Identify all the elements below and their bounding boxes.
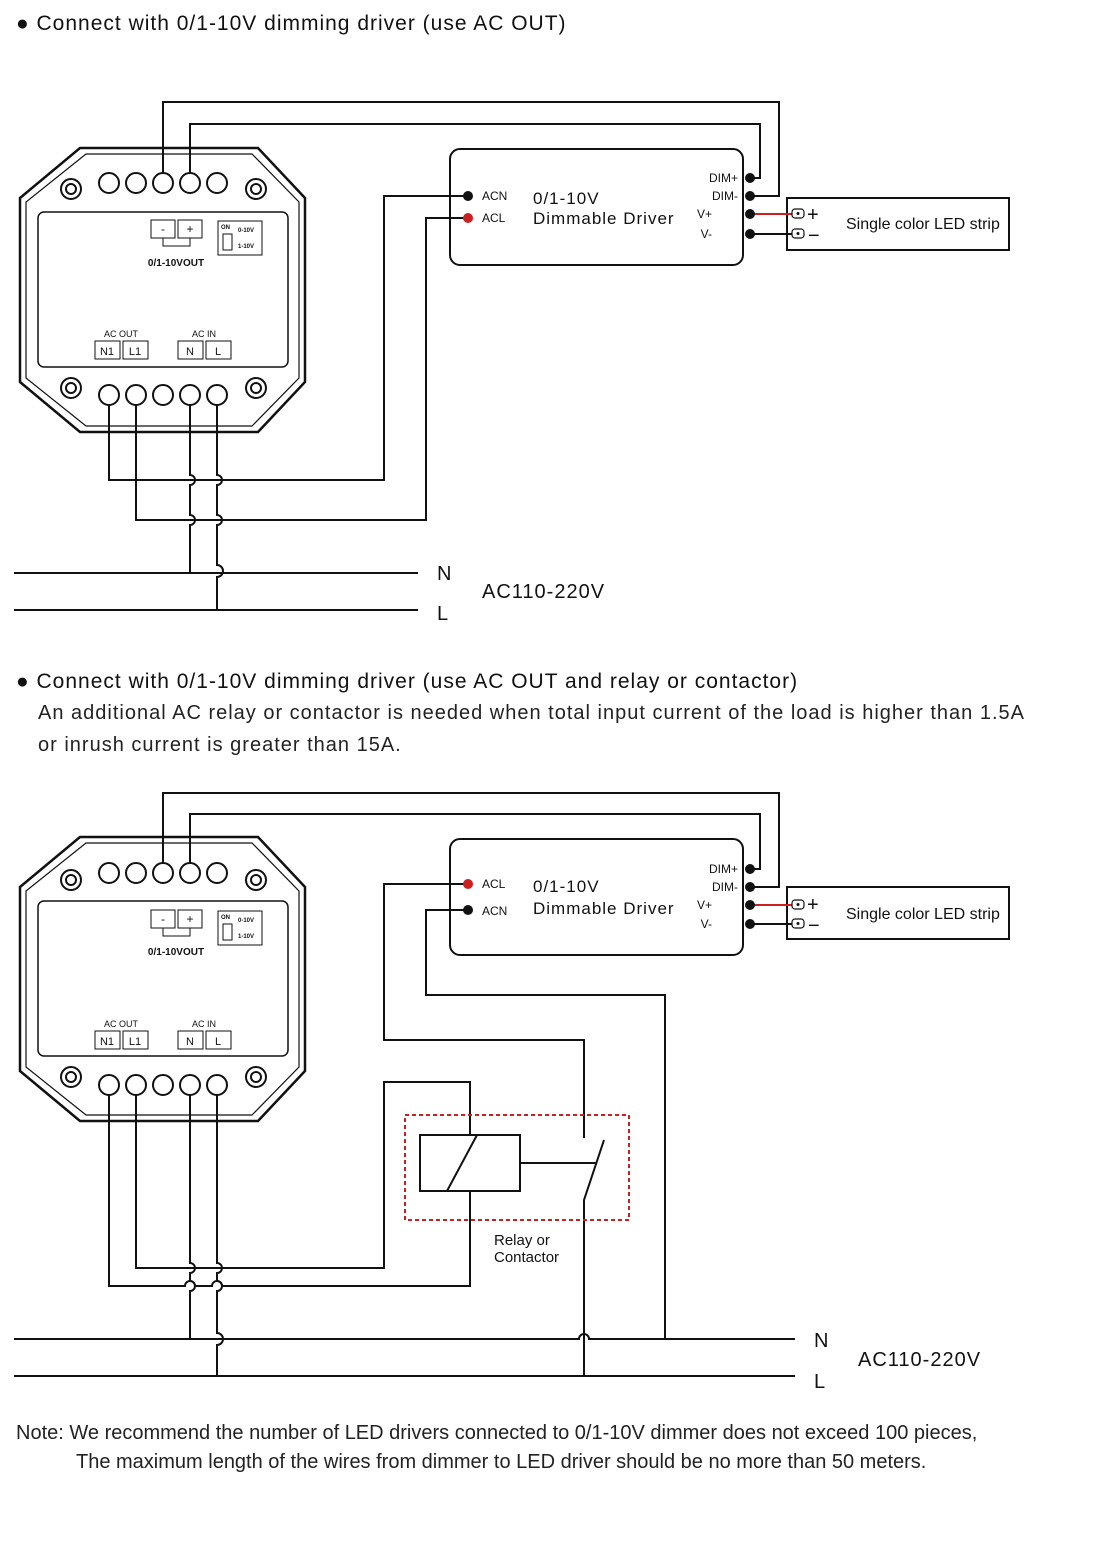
mains-n-label: N xyxy=(437,563,451,585)
section2-desc-line2: or inrush current is greater than 15A. xyxy=(38,734,402,756)
switch-on-label: ON xyxy=(221,225,230,231)
relay-label-line1: Relay or xyxy=(494,1232,550,1249)
terminal-n: N xyxy=(186,1036,194,1048)
driver-box xyxy=(449,838,744,956)
strip-plus-label: + xyxy=(807,894,819,916)
terminal-dot xyxy=(745,900,755,910)
dimmer-minus-label: - xyxy=(161,222,165,236)
led-strip-label: Single color LED strip xyxy=(846,906,1000,923)
strip-minus-label: − xyxy=(808,225,820,247)
driver-v-plus-label: V+ xyxy=(697,898,712,912)
relay-coil xyxy=(419,1134,521,1192)
diagram-2: - + 0/1-10VOUT ON 0-10V 1-10V AC OUT AC … xyxy=(14,792,1010,1393)
driver-acl-label: ACL xyxy=(482,877,506,891)
ac-out-label: AC OUT xyxy=(104,1019,139,1029)
driver-name-line2: Dimmable Driver xyxy=(533,899,675,918)
dimmer-output-label: 0/1-10VOUT xyxy=(148,947,204,958)
mains-l-label: L xyxy=(437,603,448,625)
driver-acn-label: ACN xyxy=(482,904,507,918)
ac-in-label: AC IN xyxy=(192,1019,216,1029)
dimmer-plus-label: + xyxy=(186,222,193,236)
mains-voltage-label: AC110-220V xyxy=(482,581,605,603)
dimmer-minus-label: - xyxy=(161,912,165,926)
terminal-dot xyxy=(745,864,755,874)
driver-acl-label: ACL xyxy=(482,211,506,225)
diagram-1: - + 0/1-10VOUT ON 0-10V 1-10V AC OUT AC … xyxy=(14,101,1010,625)
note-label: Note: xyxy=(16,1422,64,1444)
dimmer-module xyxy=(18,835,307,1123)
terminal-l1: L1 xyxy=(129,346,141,358)
terminal-dot xyxy=(463,905,473,915)
terminal-dot xyxy=(463,191,473,201)
live-terminal-dot xyxy=(463,879,473,889)
switch-opt1-label: 0-10V xyxy=(238,918,254,924)
driver-dim-minus-label: DIM- xyxy=(712,880,738,894)
terminal-dot xyxy=(745,229,755,239)
terminal-l1: L1 xyxy=(129,1036,141,1048)
terminal-n1: N1 xyxy=(100,346,114,358)
ac-in-label: AC IN xyxy=(192,329,216,339)
terminal-dot xyxy=(745,882,755,892)
driver-v-minus-label: V- xyxy=(701,917,712,931)
driver-v-plus-label: V+ xyxy=(697,207,712,221)
mains-l-label: L xyxy=(814,1371,825,1393)
driver-dim-minus-label: DIM- xyxy=(712,189,738,203)
led-strip-box xyxy=(786,197,1010,251)
terminal-l: L xyxy=(215,1036,221,1048)
strip-plus-label: + xyxy=(807,204,819,226)
driver-name-line1: 0/1-10V xyxy=(533,189,600,208)
note-text-line2: The maximum length of the wires from dim… xyxy=(76,1451,927,1473)
driver-name-line2: Dimmable Driver xyxy=(533,209,675,228)
relay-label-line2: Contactor xyxy=(494,1249,559,1266)
terminal-dot xyxy=(745,919,755,929)
driver-v-minus-label: V- xyxy=(701,227,712,241)
relay-contactor-box xyxy=(404,1114,630,1221)
mains-n-label: N xyxy=(814,1330,828,1352)
dimmer-plus-label: + xyxy=(186,912,193,926)
driver-name-line1: 0/1-10V xyxy=(533,877,600,896)
switch-opt2-label: 1-10V xyxy=(238,934,254,940)
driver-dim-plus-label: DIM+ xyxy=(709,862,738,876)
dimmer-output-label: 0/1-10VOUT xyxy=(148,258,204,269)
switch-opt1-label: 0-10V xyxy=(238,228,254,234)
terminal-n1: N1 xyxy=(100,1036,114,1048)
switch-on-label: ON xyxy=(221,915,230,921)
live-terminal-dot xyxy=(463,213,473,223)
dimmer-module xyxy=(18,146,307,434)
driver-acn-label: ACN xyxy=(482,189,507,203)
strip-minus-label: − xyxy=(808,915,820,937)
mains-voltage-label: AC110-220V xyxy=(858,1349,981,1371)
terminal-dot xyxy=(745,173,755,183)
ac-out-label: AC OUT xyxy=(104,329,139,339)
terminal-l: L xyxy=(215,346,221,358)
note-text-line1: We recommend the number of LED drivers c… xyxy=(69,1422,978,1444)
led-strip-label: Single color LED strip xyxy=(846,216,1000,233)
section1-title: ● Connect with 0/1-10V dimming driver (u… xyxy=(16,12,567,35)
terminal-dot xyxy=(745,209,755,219)
section2-desc-line1: An additional AC relay or contactor is n… xyxy=(38,702,1025,724)
led-strip-box xyxy=(786,886,1010,940)
section2-title: ● Connect with 0/1-10V dimming driver (u… xyxy=(16,670,799,693)
switch-opt2-label: 1-10V xyxy=(238,244,254,250)
driver-dim-plus-label: DIM+ xyxy=(709,171,738,185)
note-line1: Note: We recommend the number of LED dri… xyxy=(16,1422,977,1445)
terminal-dot xyxy=(745,191,755,201)
driver-box xyxy=(449,148,744,266)
terminal-n: N xyxy=(186,346,194,358)
